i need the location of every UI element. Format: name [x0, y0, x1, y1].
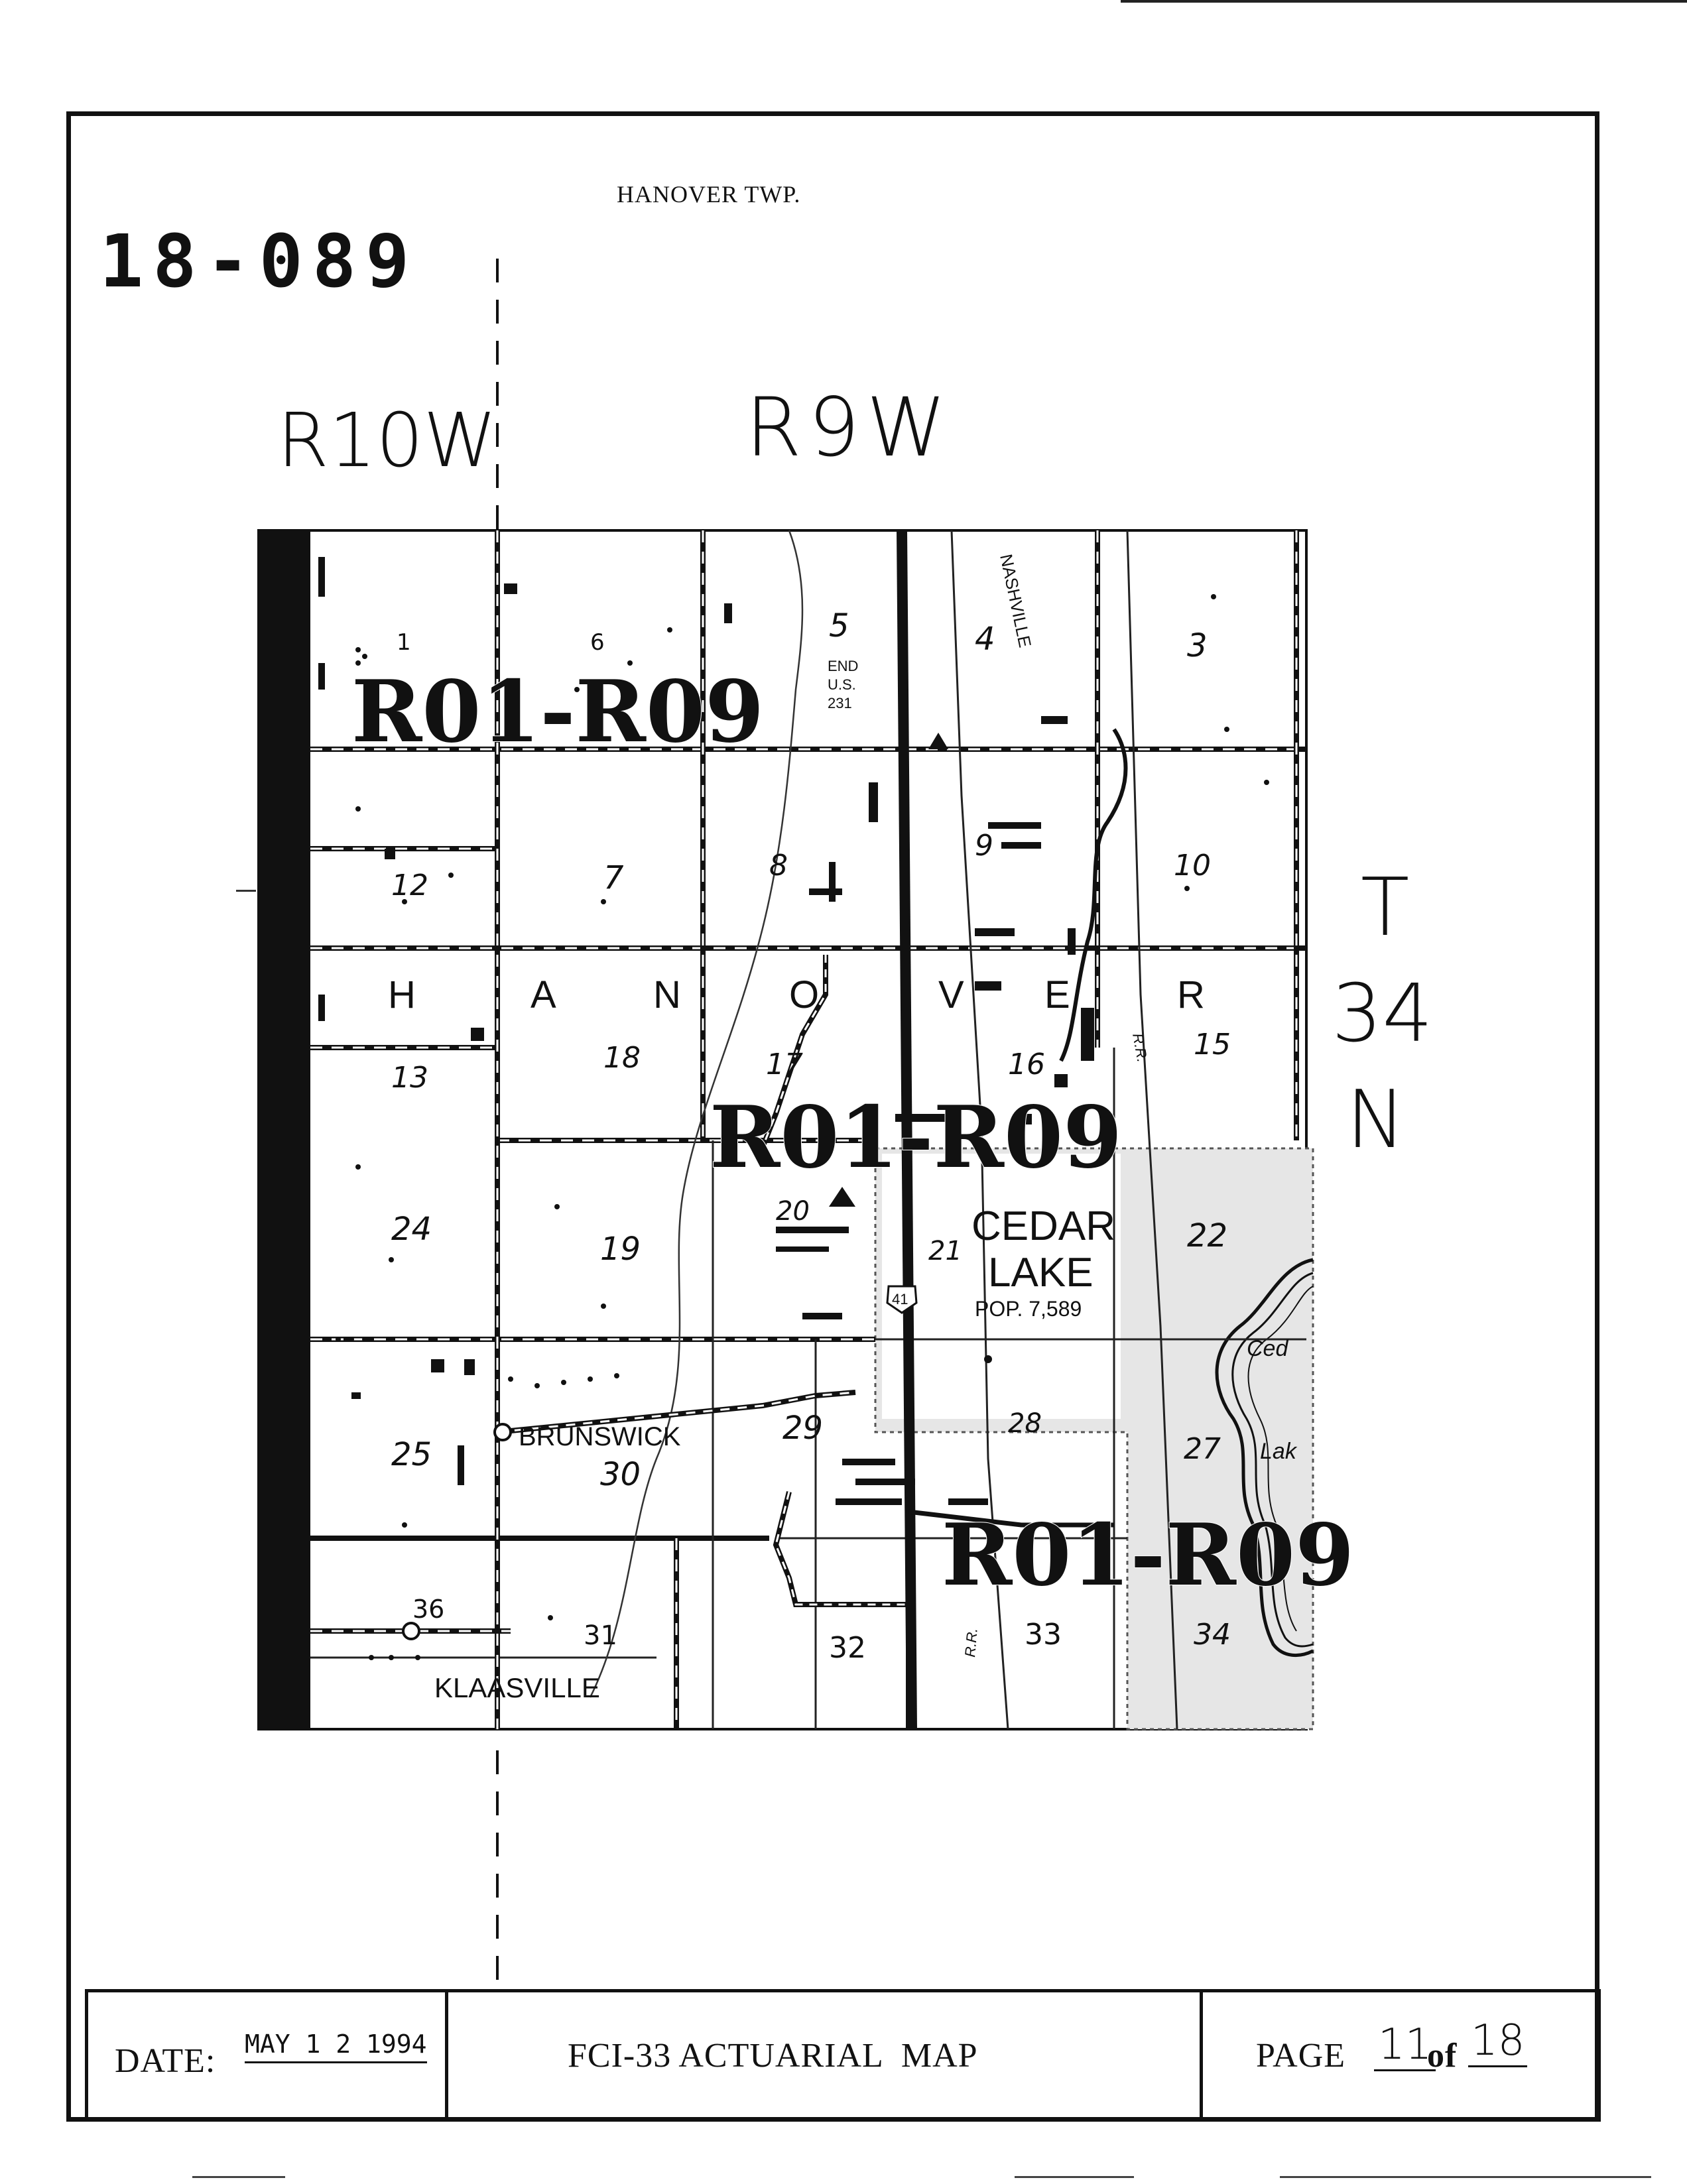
township-34: 34: [1332, 968, 1433, 1060]
lake-label-partial-1: Ced: [1247, 1336, 1288, 1361]
bottom-scan-line-2: [1015, 2176, 1134, 2178]
route-41-number: 41: [892, 1291, 908, 1307]
footer-title-cell: FCI-33 ACTUARIAL MAP: [448, 1989, 1203, 2122]
section-19: 19: [600, 1231, 641, 1268]
section-21: 21: [928, 1236, 962, 1266]
klaasville-label: KLAASVILLE: [434, 1672, 600, 1703]
date-label: DATE:: [115, 2042, 216, 2080]
map-number: 18-089: [99, 219, 419, 304]
section-25: 25: [391, 1436, 432, 1473]
section-1: 1: [397, 629, 411, 656]
section-16: 16: [1008, 1048, 1045, 1081]
top-edge-line: [1121, 0, 1687, 3]
letter-r: R: [1177, 973, 1205, 1016]
section-4: 4: [975, 621, 995, 658]
railroad-east: [950, 530, 1009, 1730]
us-label: U.S.: [828, 676, 856, 693]
lake-label-partial-2: Lak: [1260, 1439, 1298, 1464]
letter-e: E: [1044, 973, 1070, 1016]
map-code-north: R01-R09: [351, 662, 764, 762]
us-41-highway: [897, 530, 917, 1730]
section-18: 18: [603, 1041, 641, 1075]
section-28: 28: [1008, 1408, 1042, 1439]
section-10: 10: [1174, 849, 1211, 882]
left-tick: [236, 890, 256, 892]
section-13: 13: [391, 1061, 428, 1095]
section-34: 34: [1194, 1618, 1231, 1652]
letter-a: A: [531, 973, 556, 1016]
section-3: 3: [1187, 627, 1208, 664]
section-36: 36: [412, 1595, 444, 1624]
township-t: T: [1361, 862, 1410, 954]
section-8: 8: [769, 849, 788, 882]
township-label: HANOVER TWP.: [617, 181, 801, 208]
map-code-center: R01-R09: [710, 1088, 1122, 1187]
bottom-scan-line-3: [1280, 2176, 1651, 2178]
lake-shoreline: [1215, 1258, 1314, 1658]
date-value: MAY 1 2 1994: [245, 2030, 427, 2063]
section-9: 9: [975, 829, 993, 863]
map-title: FCI-33 ACTUARIAL MAP: [568, 2037, 978, 2075]
section-5: 5: [829, 607, 849, 644]
section-30: 30: [600, 1456, 641, 1493]
page-label: PAGE: [1256, 2037, 1346, 2075]
end-label: END: [828, 658, 858, 674]
range-boundary-line: [496, 259, 499, 1989]
section-20: 20: [776, 1196, 810, 1227]
section-12: 12: [391, 869, 428, 902]
letter-o: O: [789, 973, 819, 1016]
township-map: 1 3 4 5 6 7 8 9 10 12 13 15 16 17 18 19 …: [257, 529, 1355, 1730]
letter-h: H: [388, 973, 416, 1016]
section-17: 17: [766, 1048, 803, 1081]
letter-n: N: [653, 973, 681, 1016]
section-33: 33: [1025, 1618, 1062, 1652]
section-32: 32: [829, 1631, 866, 1665]
map-code-south: R01-R09: [942, 1506, 1354, 1605]
cedar-lake-label-2: LAKE: [988, 1250, 1093, 1296]
section-27: 27: [1184, 1432, 1221, 1466]
footer-page-cell: PAGE 11 of 18: [1203, 1989, 1601, 2122]
section-15: 15: [1194, 1028, 1231, 1062]
route-41-shield: 41: [886, 1285, 918, 1314]
range-left-label: R10W: [277, 398, 497, 484]
cedar-lake-population: POP. 7,589: [975, 1297, 1082, 1321]
rr-label-south: R.R.: [962, 1627, 981, 1658]
township-n: N: [1346, 1074, 1406, 1166]
section-31: 31: [584, 1620, 617, 1651]
section-7: 7: [603, 859, 624, 896]
brunswick-label: BRUNSWICK: [519, 1422, 681, 1451]
range-right-label: R9W: [745, 381, 954, 475]
route-231-label: 231: [828, 695, 852, 711]
cedar-lake-label-1: CEDAR: [971, 1203, 1115, 1249]
section-6: 6: [590, 629, 605, 656]
bottom-scan-line-1: [192, 2176, 285, 2178]
page-current: 11: [1374, 2020, 1436, 2071]
page-total: 18: [1468, 2016, 1528, 2067]
left-boundary-band: [259, 530, 310, 1729]
section-29: 29: [782, 1410, 823, 1447]
letter-v: V: [938, 973, 964, 1016]
section-22: 22: [1187, 1217, 1227, 1254]
page-of: of: [1427, 2037, 1458, 2075]
section-24: 24: [391, 1211, 432, 1248]
footer-date-cell: DATE: MAY 1 2 1994: [85, 1989, 448, 2122]
creek: [589, 530, 804, 1698]
